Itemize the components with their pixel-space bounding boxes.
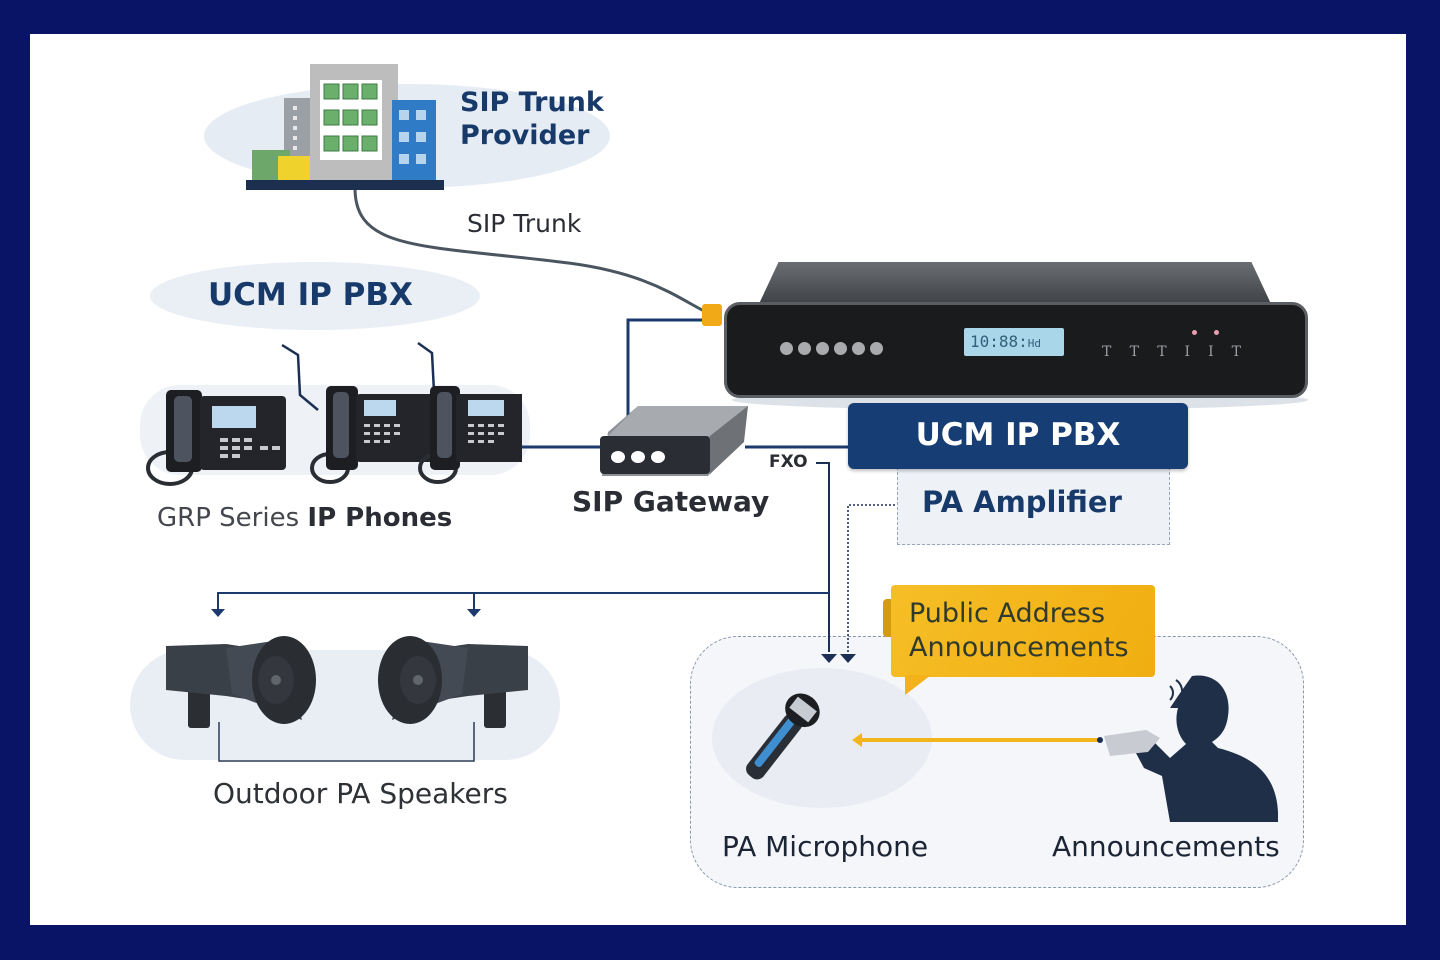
gateway-box-icon	[600, 406, 748, 476]
phone-cord-1	[281, 343, 319, 411]
person-speaking-icon	[1104, 675, 1278, 822]
speaker-arrow-right	[467, 609, 481, 617]
pbx-lcd: 10:88:Hd	[964, 328, 1064, 356]
pa-amplifier-label: PA Amplifier	[922, 485, 1122, 519]
phones-label: GRP Series IP Phones	[157, 503, 452, 533]
ucm-banner: UCM IP PBX	[848, 403, 1188, 469]
ucm-banner-label: UCM IP PBX	[915, 417, 1121, 453]
announcer-label: Announcements	[1052, 830, 1280, 863]
phones-label-type: IP Phones	[307, 503, 453, 533]
ucm-heading: UCM IP PBX	[208, 277, 413, 313]
pbx-appliance-icon: 10:88:Hd TTTIIT	[702, 262, 1308, 410]
sip-provider-label: SIP Trunk Provider	[460, 86, 604, 152]
sip-provider-label-line2: Provider	[460, 120, 590, 151]
gateway-to-pbx-line	[626, 318, 705, 418]
speakers-link-line	[218, 722, 475, 762]
pbx-lcd-time: 10:88:	[970, 332, 1028, 351]
speaker-arrow-left	[211, 609, 225, 617]
microphone-icon	[746, 693, 820, 780]
callout-text: Public Address Announcements	[909, 597, 1129, 665]
sip-trunk-label: SIP Trunk	[467, 209, 582, 238]
amplifier-arrowhead	[840, 654, 856, 663]
fxo-arrowhead	[821, 654, 837, 663]
building-icon	[246, 64, 444, 190]
horn-speaker-icon	[166, 636, 528, 728]
pbx-lcd-suffix: Hd	[1027, 337, 1042, 350]
sip-provider-label-line1: SIP Trunk	[460, 87, 604, 118]
amplifier-line	[847, 504, 908, 652]
callout-line2: Announcements	[909, 632, 1129, 663]
phone-cord-2	[417, 341, 436, 393]
pa-microphone-label: PA Microphone	[722, 830, 929, 863]
callout-line1: Public Address	[909, 598, 1106, 629]
desk-phone-icon	[146, 386, 522, 486]
announcement-callout: Public Address Announcements	[883, 585, 1155, 695]
speakers-feed-line	[217, 592, 829, 610]
phones-label-series: GRP Series	[157, 503, 308, 533]
pa-amplifier-panel	[897, 462, 1170, 545]
fxo-label: FXO	[769, 452, 808, 472]
speakers-label: Outdoor PA Speakers	[213, 777, 508, 810]
ucm-heading-backdrop	[150, 262, 480, 330]
sip-gateway-label: SIP Gateway	[572, 485, 770, 518]
sip-trunk-cable	[353, 187, 711, 316]
fxo-line	[816, 462, 830, 652]
trunk-port-icon	[702, 304, 722, 326]
